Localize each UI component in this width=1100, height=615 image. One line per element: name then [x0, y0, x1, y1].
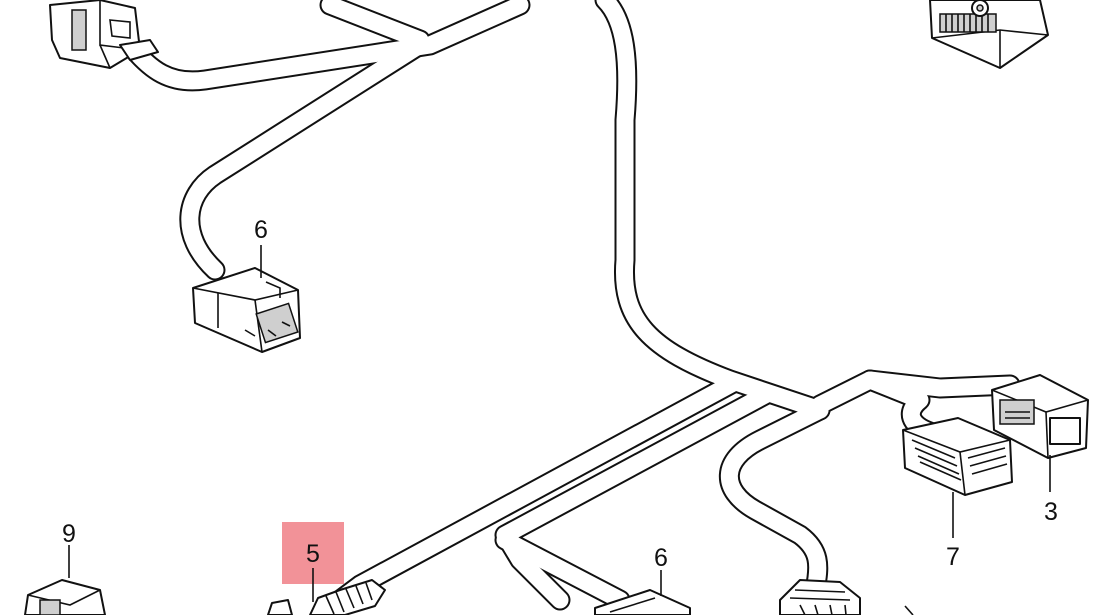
callout-7: 7: [946, 543, 960, 571]
callout-5: 5: [306, 540, 320, 568]
connector-6-lower: [594, 589, 691, 615]
callout-3: 3: [1044, 498, 1058, 526]
callout-6-upper: 6: [254, 216, 268, 244]
connector-9: [24, 579, 106, 615]
connector-top-left: [49, 0, 159, 69]
connector-6-upper: [192, 267, 301, 353]
connector-pin-rows: [939, 13, 997, 33]
connector-top-right: [929, 0, 1049, 69]
connector-5: [267, 579, 386, 615]
callout-6-lower: 6: [654, 544, 668, 572]
connector-bottom-right: [779, 579, 914, 615]
leader-lines: [68, 245, 1051, 602]
connector-7: [902, 417, 1013, 496]
connector-3: [991, 374, 1089, 459]
callout-9: 9: [62, 520, 76, 548]
